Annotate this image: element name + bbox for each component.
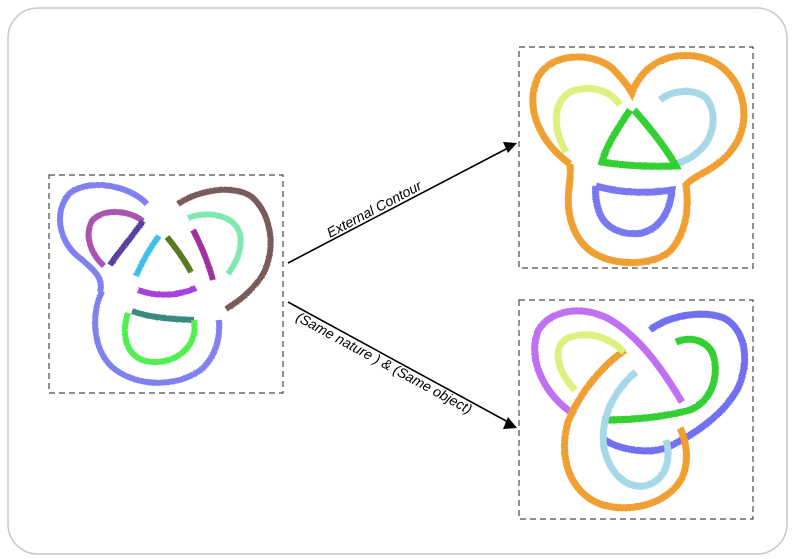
loop-blue — [603, 310, 749, 455]
stroke-inner-diag-dark — [164, 235, 194, 274]
stroke-outer-left — [56, 182, 150, 293]
loop-purple — [531, 307, 686, 418]
stroke-inner-left-arc — [85, 209, 145, 269]
arrow-head-bottom — [503, 417, 517, 429]
input-knot — [56, 182, 274, 386]
external-contour-knot — [529, 52, 748, 267]
stroke-center-bar — [136, 285, 198, 298]
output-same-nature-panel — [518, 299, 754, 520]
contour-inner-right-blue — [657, 88, 717, 168]
loop-lightblue — [599, 369, 672, 490]
loop-orange — [561, 347, 690, 512]
contour-center-triangle — [597, 107, 682, 170]
output-top-dashed-box — [518, 46, 754, 269]
stroke-inner-triangle — [133, 234, 162, 278]
contour-lower-blue — [592, 182, 676, 238]
loop-green — [601, 335, 719, 424]
stroke-inner-left-diag — [107, 219, 146, 267]
output-external-contour-panel — [518, 46, 754, 269]
arrow-head-top — [503, 142, 517, 153]
same-nature-knot — [531, 307, 749, 512]
stroke-inner-right-arc — [186, 211, 244, 276]
contour-inner-left-yellow — [552, 85, 623, 154]
outer-frame — [7, 7, 788, 555]
output-bottom-dashed-box — [518, 299, 754, 520]
input-dashed-box — [48, 174, 284, 394]
stroke-bottom-outer — [92, 289, 223, 386]
input-knot-panel — [48, 174, 284, 394]
stroke-lower-bar — [130, 308, 195, 323]
stroke-inner-diag-purple — [190, 228, 216, 281]
stroke-outer-right — [176, 186, 274, 312]
contour-outer-orange — [529, 52, 748, 267]
stroke-lower-inner-arc — [121, 312, 198, 365]
arrow-right-icon — [287, 301, 509, 423]
arrow-right-icon — [287, 147, 509, 264]
loop-yellow — [554, 331, 627, 393]
